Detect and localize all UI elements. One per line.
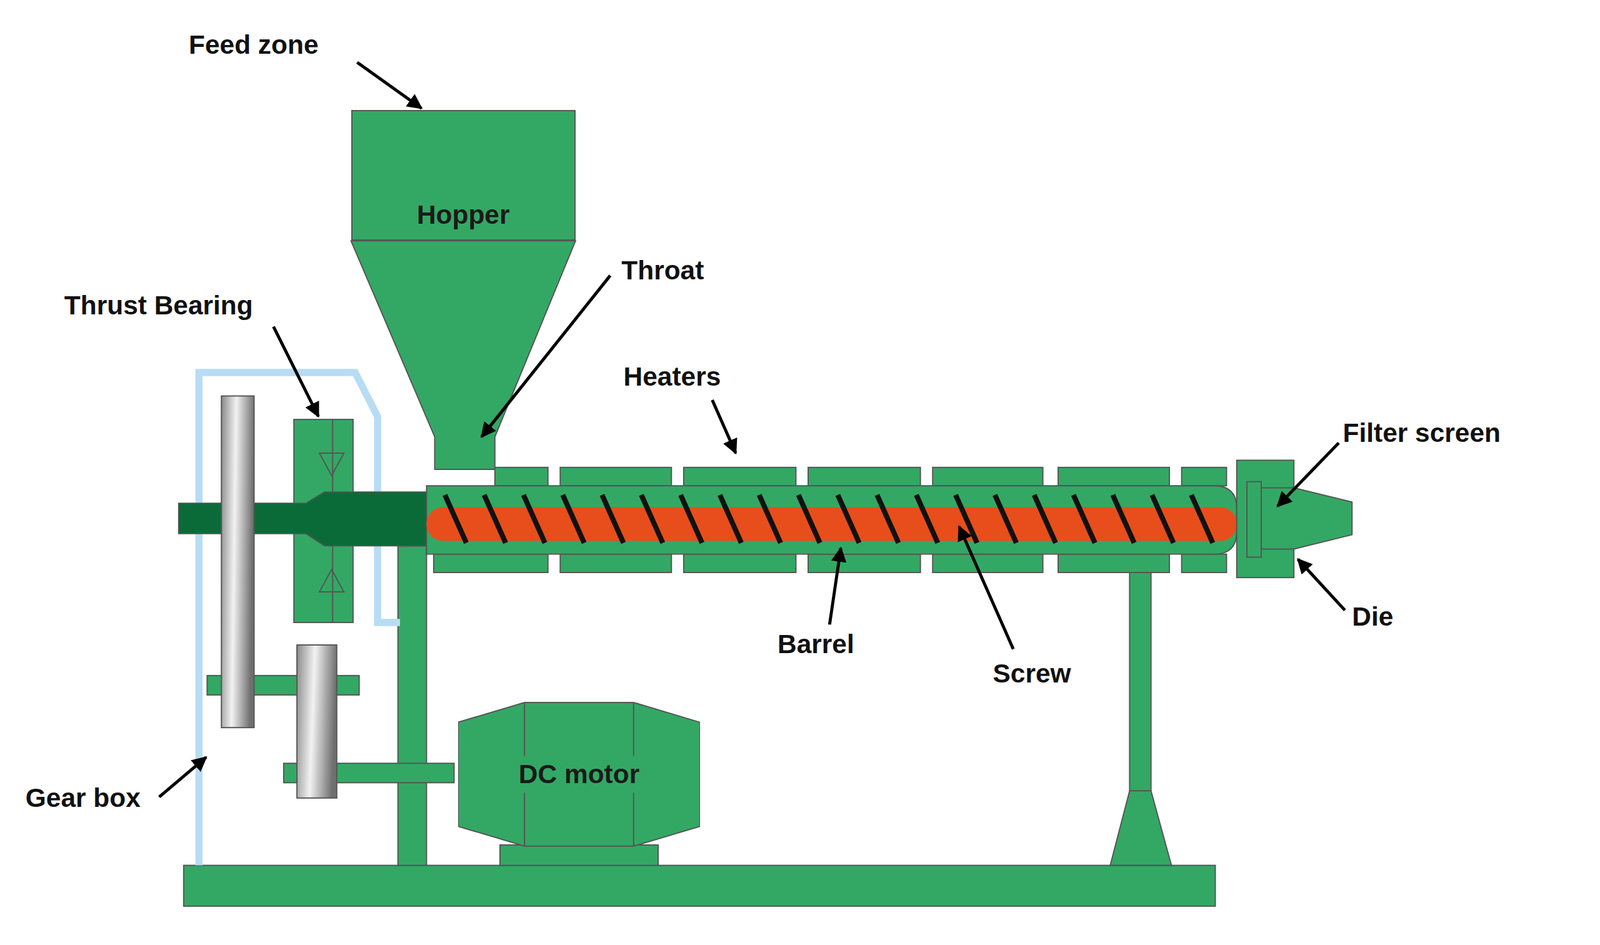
right-foot [1110,790,1172,865]
screw-flight [876,495,899,544]
node-label: DC motor [518,758,640,791]
screw-flight [680,495,702,544]
part-label: Gear box [25,782,141,815]
heater-band [683,467,797,486]
leader-line [959,526,1014,650]
screw-flight [484,495,506,544]
screw-flight [1151,495,1174,544]
heater-band [1181,554,1227,573]
part-label: Filter screen [1343,417,1501,450]
motor-seam [523,702,525,756]
part-label: Screw [993,658,1072,690]
screw-flights [445,495,1214,544]
left-post [398,546,427,866]
heater-band [932,467,1043,486]
screw-flight [1191,495,1213,544]
heater-band [1058,554,1170,573]
part-label: Die [1351,601,1394,634]
leader-line [1298,559,1345,611]
screw-flight [1112,495,1134,544]
leader-line [481,275,611,437]
part-label: Barrel [777,628,855,661]
screw-flight [720,495,742,544]
drive-shaft [178,491,429,547]
motor-seam [633,702,635,756]
heater-band [808,554,921,573]
motor-body: DC motor [458,701,700,847]
screw-flight [562,495,584,544]
screw-flight [601,495,624,544]
heater-band [433,554,549,573]
screw-core [426,507,1237,542]
leader-line [712,400,737,454]
heater-band [808,467,921,486]
screw-flight [759,495,781,544]
leader-line [159,757,207,798]
heater-band [560,467,672,486]
large-gear [221,396,254,729]
heater-band [1181,467,1227,486]
part-label: Thrust Bearing [64,290,254,322]
node-label: Hopper [416,199,510,232]
heater-band [683,554,797,573]
part-label: Feed zone [188,29,319,62]
bearing-ball [319,453,344,476]
screw-flight [445,495,467,544]
screw-flight [798,495,820,544]
base-frame [183,865,1216,907]
leader-line [356,62,422,109]
motor-base [500,845,659,866]
motor-housing [458,702,700,847]
filter-screen [1246,481,1262,558]
hopper-box: Hopper [351,110,576,241]
screw-flight [1073,495,1095,544]
die [1261,487,1352,549]
gearbox-outline [198,372,400,866]
screw-flight [955,495,977,544]
screw-flight [837,495,859,544]
part-label: Throat [621,255,704,287]
heater-band [495,467,549,486]
screw-flight [523,495,545,544]
screw-flight [641,495,663,544]
screw-flight [995,495,1017,544]
small-gear [296,645,337,799]
bearing-ball [319,569,344,592]
leader-line [829,548,841,625]
right-post [1129,553,1151,791]
screw-flight [1034,495,1056,544]
hopper-funnel [351,240,576,470]
motor-seam [523,793,525,847]
heater-band [1058,467,1170,486]
heater-band [932,554,1043,573]
part-label: Heaters [623,361,722,394]
leader-line [273,326,319,417]
leader-line [1277,443,1339,507]
motor-seam [633,793,635,847]
heater-band [560,554,672,573]
barrel [426,485,1237,554]
screw-flight [916,495,938,544]
